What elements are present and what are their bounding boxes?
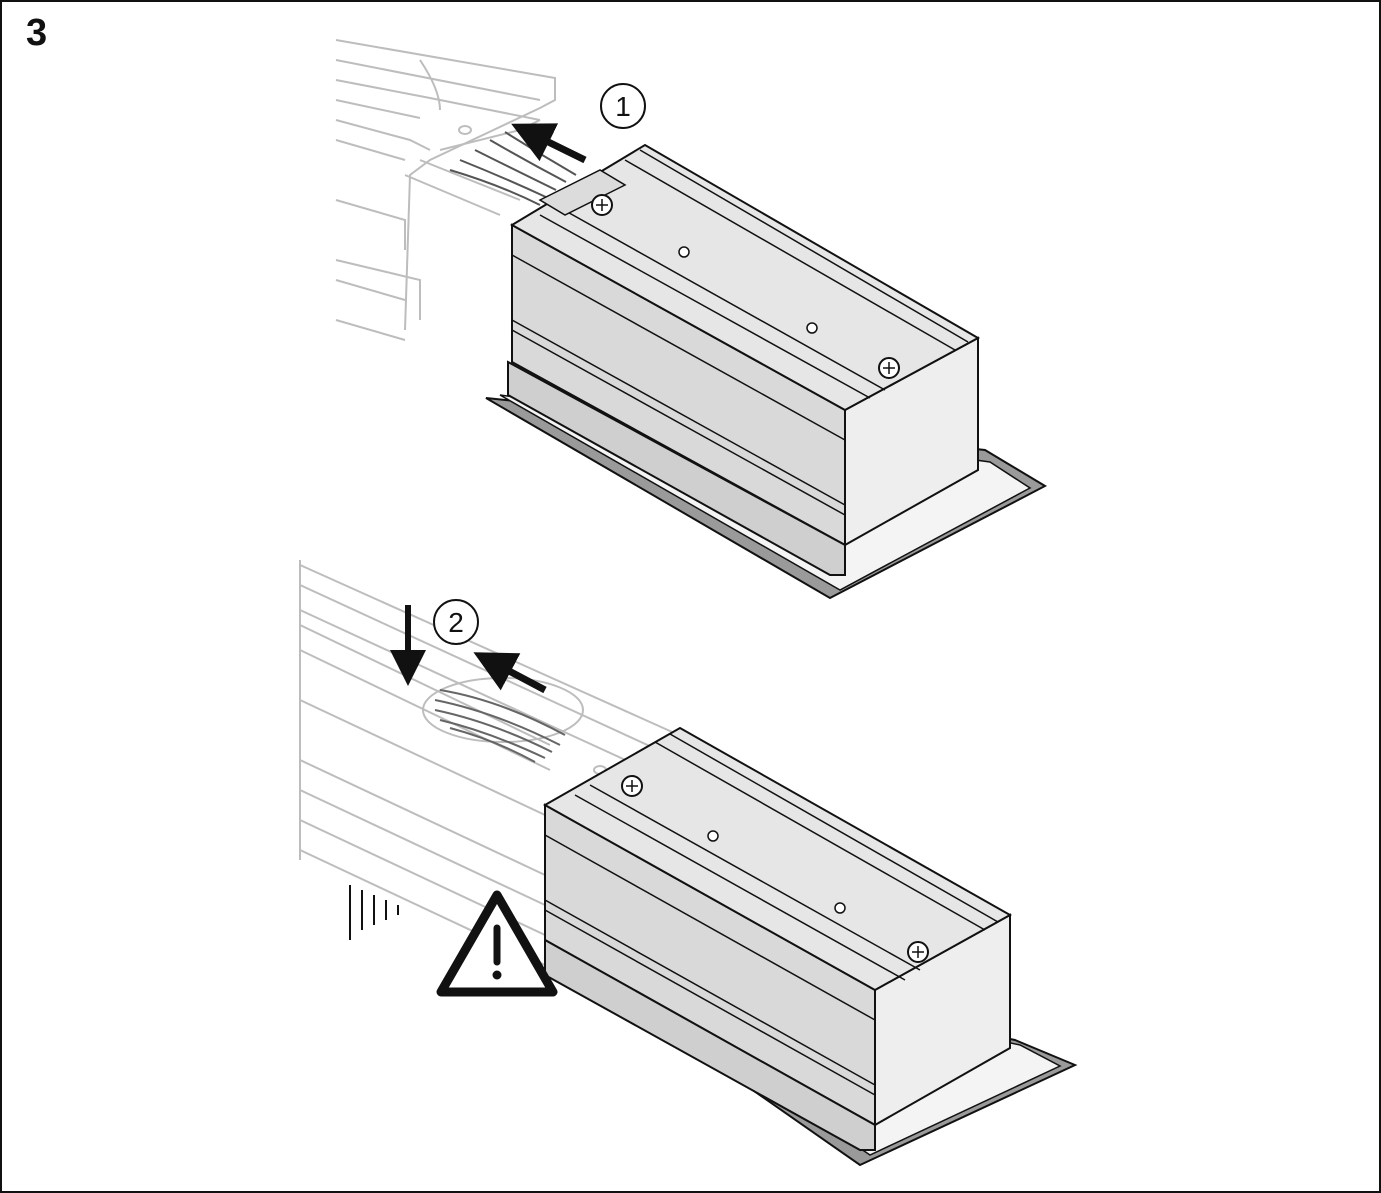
bottom-illustration: 2: [299, 560, 1078, 1167]
screw-icon: [621, 775, 643, 797]
screw-icon: [907, 941, 929, 963]
callout-2: 2: [433, 599, 479, 645]
wires-top: [449, 131, 577, 206]
screw-icon: [591, 194, 613, 216]
housing-top-bottom: [542, 726, 1013, 992]
pins: [349, 885, 399, 940]
screw-icon: [878, 357, 900, 379]
callout-1-label: 1: [615, 91, 631, 122]
callout-2-label: 2: [448, 607, 464, 638]
wires-bottom: [434, 689, 566, 763]
step-number: 3: [26, 12, 48, 54]
top-illustration: 1: [335, 39, 1048, 600]
arrow-icon: [511, 123, 587, 164]
arrow-icon: [473, 652, 547, 694]
callout-1: 1: [600, 83, 646, 129]
warning-triangle-icon: [436, 890, 558, 997]
